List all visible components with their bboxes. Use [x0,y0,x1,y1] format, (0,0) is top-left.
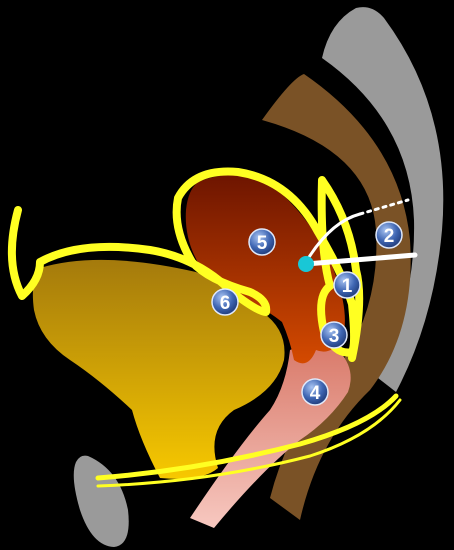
marker-5: 5 [249,229,275,255]
svg-text:6: 6 [220,293,231,314]
svg-text:4: 4 [310,383,321,404]
svg-text:3: 3 [329,326,340,347]
svg-text:2: 2 [384,226,395,247]
marker-4: 4 [302,379,328,405]
marker-6: 6 [212,289,238,315]
marker-3: 3 [321,322,347,348]
svg-text:1: 1 [342,276,353,297]
svg-text:5: 5 [257,233,268,254]
marker-1: 1 [334,272,360,298]
ureter-dot [298,256,314,272]
marker-2: 2 [376,222,402,248]
coccyx-shape [74,456,129,547]
